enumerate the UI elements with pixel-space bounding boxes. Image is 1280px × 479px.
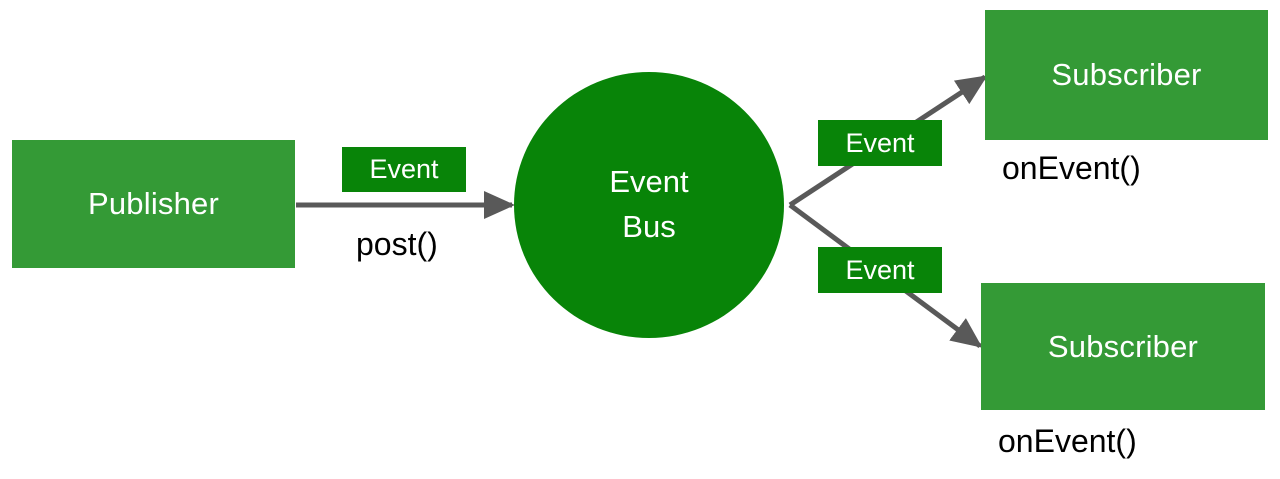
edge-label-onevent-top: onEvent() (1002, 150, 1141, 186)
event-tag-bus-to-subscriber-top[interactable]: Event (818, 120, 942, 166)
edge-label-post: post() (356, 226, 438, 262)
subscriber-bottom-label: Subscriber (1047, 328, 1199, 364)
event-tag-publisher-to-bus[interactable]: Event (342, 147, 466, 192)
subscriber-node-bottom[interactable]: Subscriber (981, 283, 1265, 410)
subscriber-top-label: Subscriber (1051, 57, 1202, 93)
event-tag-bus-to-subscriber-top-label: Event (845, 127, 915, 158)
event-tag-publisher-to-bus-label: Event (369, 154, 439, 184)
publisher-node[interactable]: Publisher (12, 140, 295, 268)
event-tag-bus-to-subscriber-bottom-label: Event (845, 254, 915, 285)
event-bus-label-line1: Event (609, 164, 689, 200)
subscriber-node-top[interactable]: Subscriber (985, 10, 1268, 140)
publisher-label: Publisher (87, 186, 220, 222)
event-bus-label-line2: Bus (622, 209, 676, 244)
event-tag-bus-to-subscriber-bottom[interactable]: Event (818, 247, 942, 293)
event-bus-node[interactable]: Event Bus (514, 72, 784, 338)
edge-label-onevent-bottom: onEvent() (998, 423, 1137, 459)
